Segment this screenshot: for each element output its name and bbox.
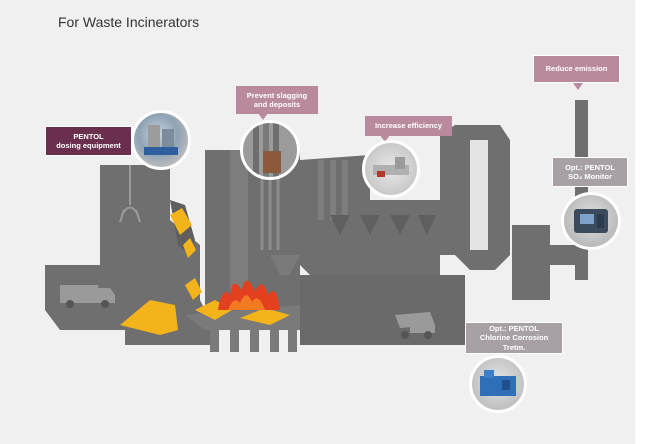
chimney-stack <box>575 100 588 280</box>
grab-claw-icon <box>119 165 141 223</box>
callout-so3-monitor: Opt.: PENTOL SO₃ Monitor <box>552 157 628 187</box>
ash-hopper <box>270 255 300 275</box>
callout-tail-emission <box>573 83 583 90</box>
chlorine-treatment-photo <box>469 355 527 413</box>
callout-increase-efficiency: Increase efficiency <box>365 116 452 136</box>
page-title: For Waste Incinerators <box>58 14 200 30</box>
furnace-column <box>230 150 248 305</box>
garbage-truck-icon <box>60 285 115 308</box>
callout-reduce-emission: Reduce emission <box>533 55 620 83</box>
efficiency-equipment-photo <box>362 140 420 198</box>
callout-chlorine-treatment: Opt.: PENTOL Chlorine Corrosion Tretm. <box>465 322 563 354</box>
boiler-tubes <box>318 160 348 220</box>
waste-bunker <box>45 165 210 345</box>
dosing-equipment-photo <box>131 110 191 170</box>
stack-duct <box>545 245 575 265</box>
callout-tail-efficiency <box>380 135 390 142</box>
right-margin-strip <box>635 0 645 444</box>
boiler-hoppers <box>330 215 436 235</box>
duct-inner <box>470 140 488 250</box>
so3-monitor-photo <box>561 192 621 250</box>
callout-tail-slagging <box>258 113 268 120</box>
callout-prevent-slagging: Prevent slagging and deposits <box>236 86 318 114</box>
dump-truck-icon <box>395 312 435 339</box>
slagging-tubes-photo <box>240 120 300 180</box>
callout-dosing-equipment: PENTOL dosing equipment <box>45 126 132 156</box>
slag-bunker <box>300 275 465 345</box>
filter-unit <box>512 225 550 300</box>
furnace-tower <box>205 150 300 330</box>
furnace-flames <box>218 280 280 310</box>
grate-supports <box>210 330 297 352</box>
